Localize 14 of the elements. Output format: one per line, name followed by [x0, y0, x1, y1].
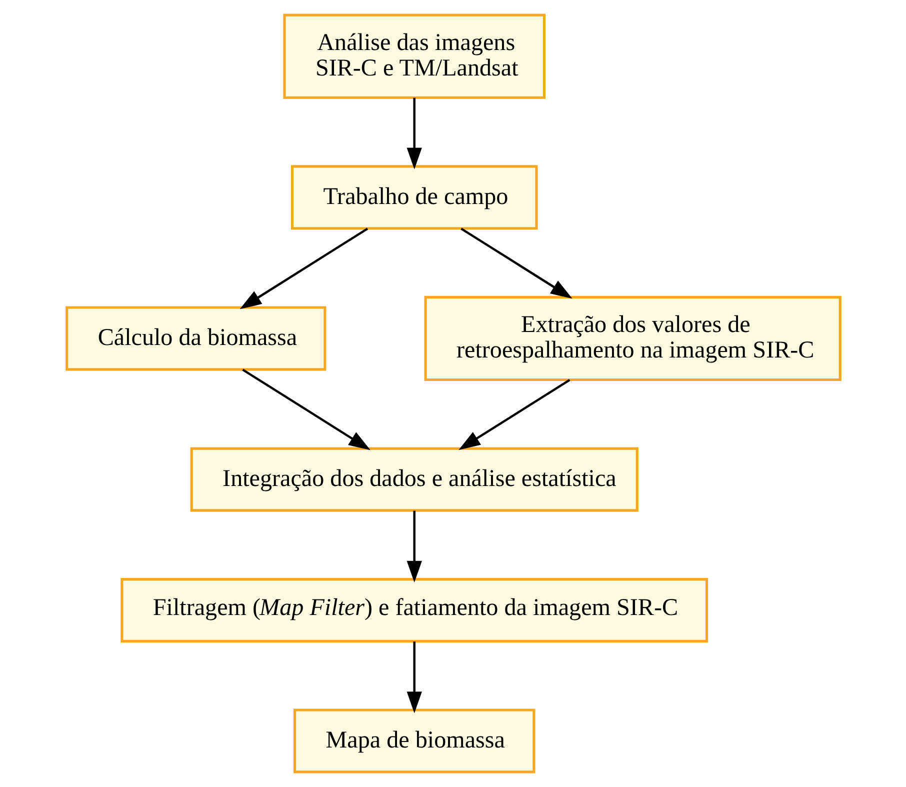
node-box: Extração dos valores de retroespalhamento na imagem SIR-C: [424, 296, 841, 382]
node-box: Cálculo da biomassa: [65, 306, 326, 371]
arrow: [406, 98, 422, 170]
node-box: Filtragem (Map Filter) e fatiamento da imagem SIR-C: [120, 578, 708, 642]
arrow: [242, 368, 370, 450]
node-box: Análise das imagens SIR-C e TM/Landsat: [282, 14, 546, 99]
arrow: [406, 641, 422, 714]
node-box: Integração dos dados e análise estatística: [190, 447, 638, 512]
node-box: Trabalho de campo: [290, 165, 538, 230]
arrow: [406, 510, 422, 583]
arrow: [460, 228, 572, 299]
node-box: Mapa de biomassa: [293, 708, 535, 774]
arrow: [239, 228, 368, 310]
arrow: [458, 379, 570, 450]
